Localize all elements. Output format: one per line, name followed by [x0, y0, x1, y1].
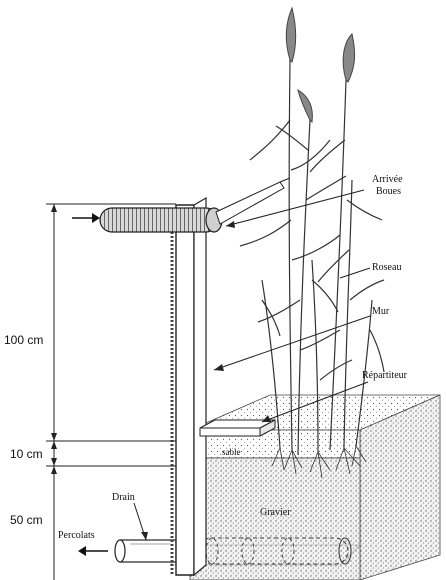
- reed-plumes: [285, 6, 356, 124]
- reed-roots: [271, 445, 367, 479]
- label-percolats: Percolats: [58, 530, 95, 541]
- wall: [170, 196, 207, 577]
- percolats-flow-arrow: [78, 546, 108, 556]
- sludge-inlet-pipe: [99, 177, 291, 233]
- inlet-flow-arrow: [72, 213, 100, 223]
- arrivee-leader: [225, 189, 365, 227]
- label-roseau: Roseau: [372, 262, 401, 273]
- dimension-lines: [46, 203, 176, 580]
- label-drain: Drain: [112, 492, 135, 503]
- label-sable: sable: [222, 447, 241, 457]
- label-arrivee-line2: Boues: [376, 186, 401, 197]
- text-labels: Arrivée Boues Roseau Mur Répartiteur sab…: [4, 174, 408, 541]
- label-mur: Mur: [372, 306, 390, 317]
- reed-plants: [239, 59, 385, 456]
- drain-outlet-pipe: [114, 539, 177, 563]
- distributor-block: [199, 419, 276, 437]
- gravel-layer: [189, 457, 361, 580]
- label-repartiteur: Répartiteur: [362, 370, 408, 381]
- dimension-50cm: 50 cm: [10, 513, 43, 527]
- label-gravier: Gravier: [260, 507, 291, 518]
- dimension-10cm: 10 cm: [10, 447, 43, 461]
- leader-arrowheads: [141, 221, 271, 540]
- repartiteur-leader: [261, 381, 369, 423]
- mur-leader: [213, 315, 371, 371]
- dimension-100cm: 100 cm: [4, 333, 43, 347]
- roseau-leader: [339, 267, 371, 279]
- label-leader-lines: [133, 189, 371, 541]
- label-arrivee-line1: Arrivée: [372, 174, 403, 185]
